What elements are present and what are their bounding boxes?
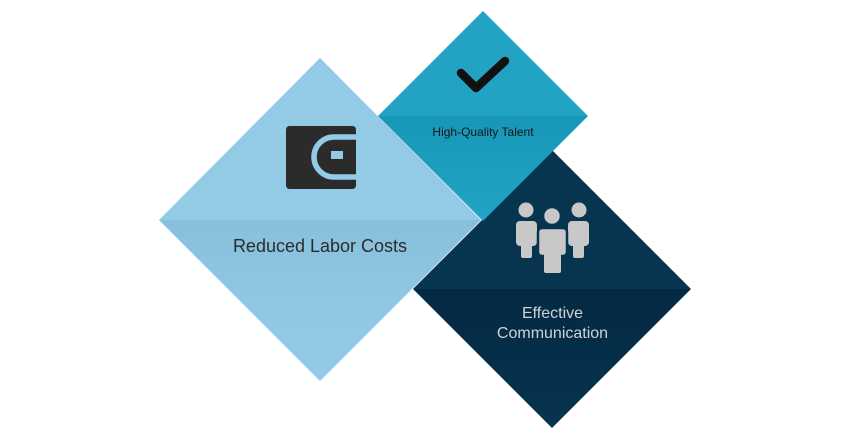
diamond-bottom-half [159, 220, 481, 381]
diamond-effective-communication [413, 150, 691, 428]
diamond-bottom-half [413, 289, 691, 428]
diamond-high-quality-talent [378, 11, 588, 221]
label-effective-communication: Effective Communication [414, 304, 691, 344]
label-high-quality-talent: High-Quality Talent [432, 125, 534, 139]
diamond-top-half [378, 11, 588, 116]
checkmark-icon [456, 56, 510, 93]
label-line-2: Communication [496, 325, 609, 342]
wallet-icon [286, 126, 356, 189]
label-line-1: Effective [521, 305, 584, 322]
people-group-icon [516, 202, 589, 273]
label-reduced-labor-costs: Reduced Labor Costs [232, 236, 408, 256]
diamond-bottom-half [378, 116, 588, 221]
diamond-reduced-labor-costs [159, 58, 481, 381]
